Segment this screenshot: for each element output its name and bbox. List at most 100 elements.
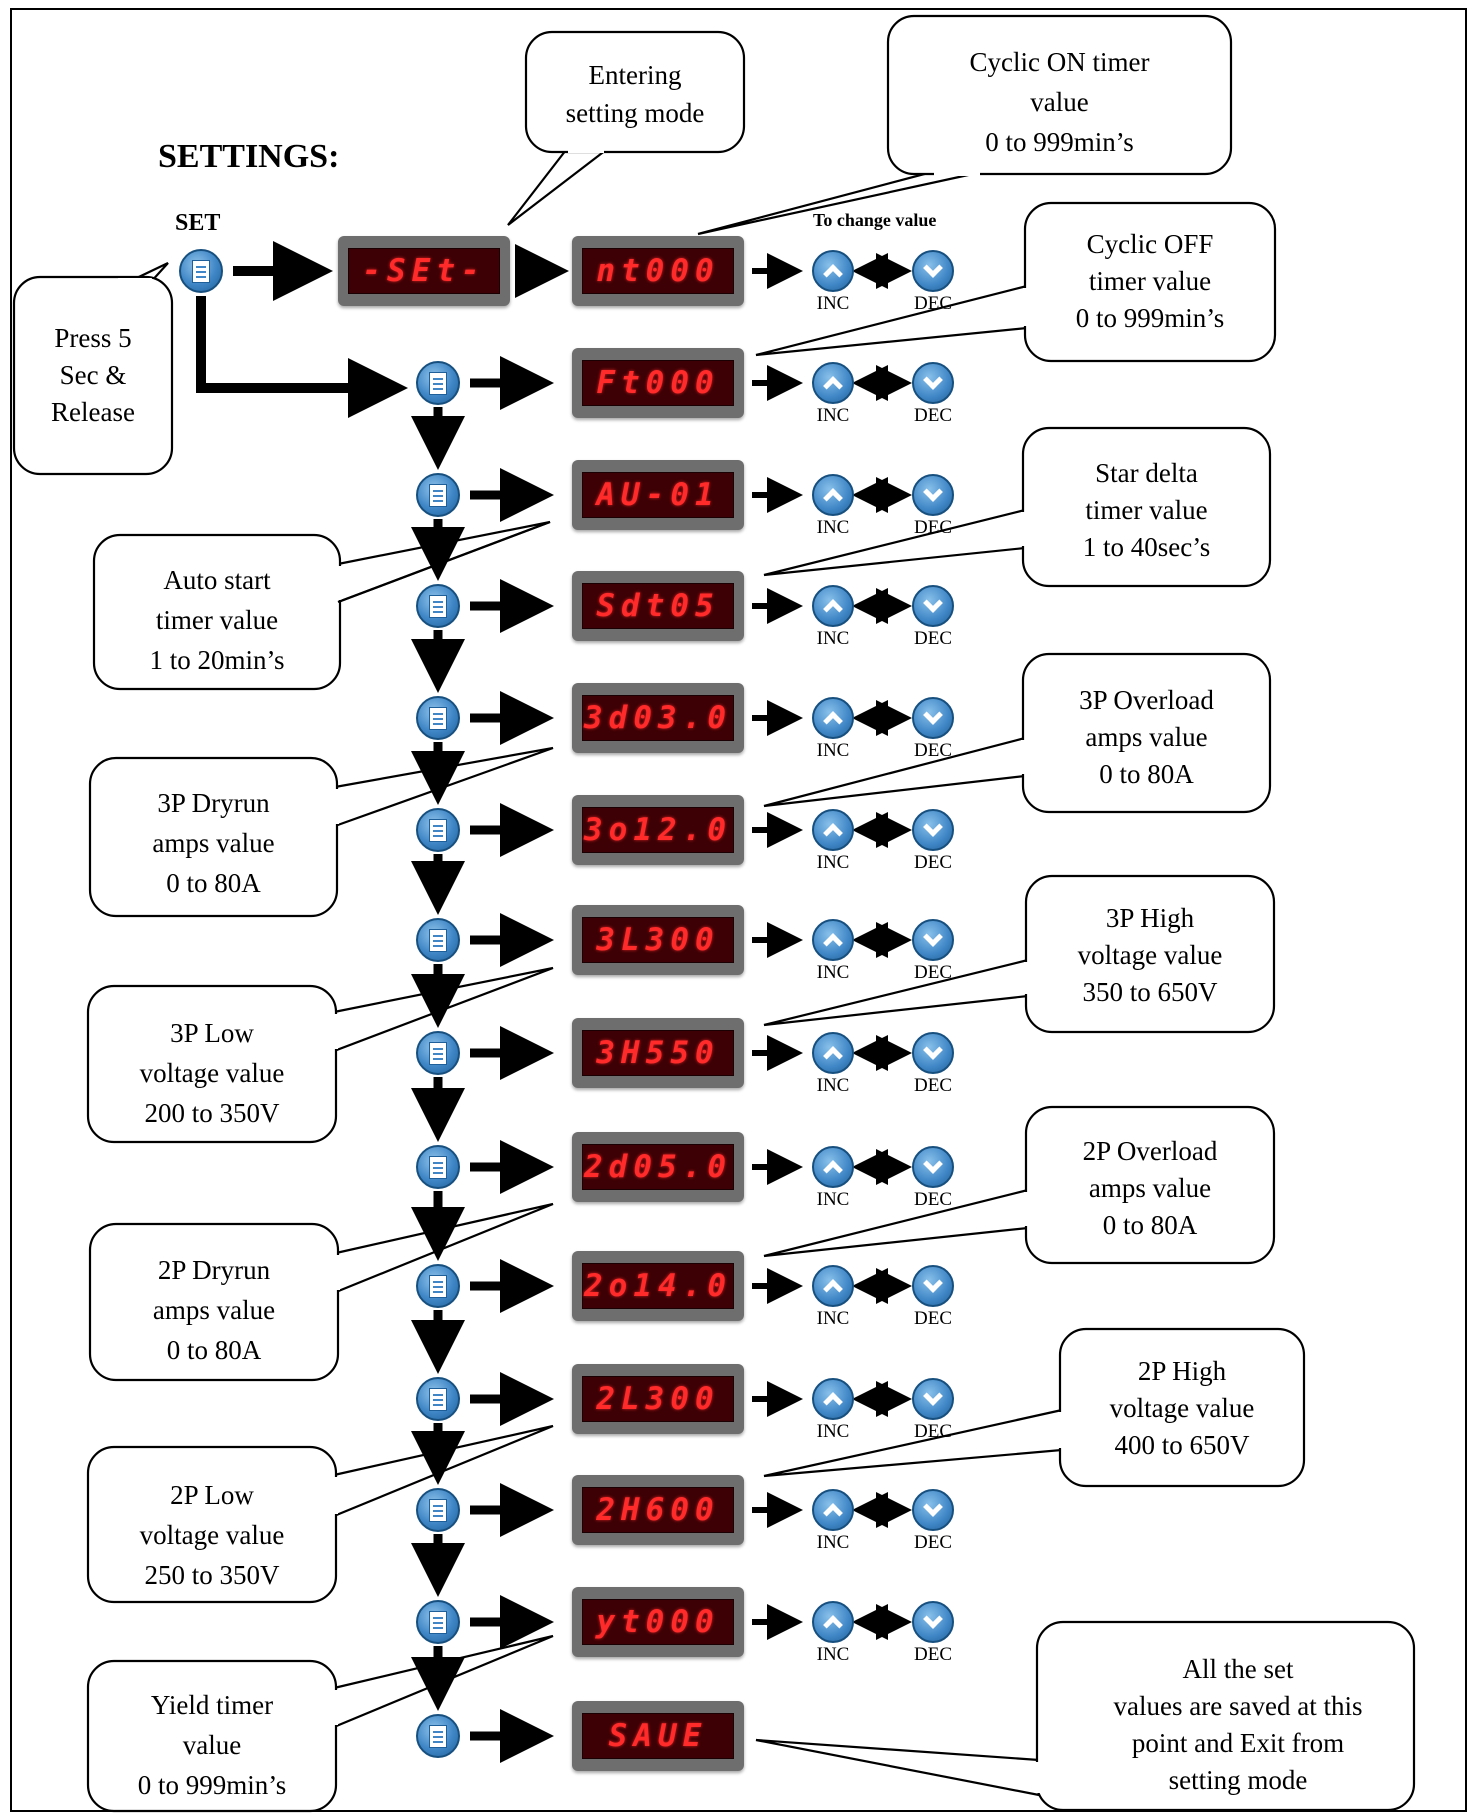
set-key[interactable] xyxy=(416,584,460,628)
inc-label: INC xyxy=(816,1075,850,1096)
document-icon xyxy=(429,1498,447,1522)
cyclic-on-display: nt000 xyxy=(572,236,744,306)
inc-button[interactable] xyxy=(812,1489,854,1531)
callout-high-2p-box xyxy=(1058,1327,1306,1488)
led-readout: 2H600 xyxy=(596,1492,720,1528)
set-key[interactable] xyxy=(416,1377,460,1421)
dec-button[interactable] xyxy=(912,585,954,627)
dec-button[interactable] xyxy=(912,919,954,961)
document-icon xyxy=(429,1274,447,1298)
callout-high-2p-pointer-join xyxy=(1058,1412,1064,1448)
dec-label: DEC xyxy=(914,1532,952,1553)
auto-start-display: AU-01 xyxy=(572,460,744,530)
dec-label: DEC xyxy=(914,740,952,761)
inc-button[interactable] xyxy=(812,250,854,292)
inc-button[interactable] xyxy=(812,474,854,516)
callout-line: timer value xyxy=(1085,495,1208,525)
dec-button[interactable] xyxy=(912,1032,954,1074)
set-key[interactable] xyxy=(416,473,460,517)
led-readout: 2o14.0 xyxy=(584,1268,732,1304)
set-key[interactable] xyxy=(416,808,460,852)
dec-button[interactable] xyxy=(912,809,954,851)
led-readout: 2d05.0 xyxy=(584,1149,732,1185)
inc-label: INC xyxy=(816,852,850,873)
chevron-down-icon xyxy=(923,1273,943,1293)
set-key[interactable] xyxy=(416,1600,460,1644)
callout-line: 2P Low xyxy=(170,1480,254,1510)
chevron-down-icon xyxy=(923,1497,943,1517)
dec-label: DEC xyxy=(914,962,952,983)
set-key[interactable] xyxy=(416,1145,460,1189)
callout-line: 0 to 999min’s xyxy=(1075,303,1225,333)
dec-button[interactable] xyxy=(912,697,954,739)
inc-button[interactable] xyxy=(812,585,854,627)
inc-button[interactable] xyxy=(812,1265,854,1307)
callout-high-3p-box xyxy=(1024,874,1276,1034)
inc-button[interactable] xyxy=(812,919,854,961)
chevron-down-icon xyxy=(923,1386,943,1406)
led-screen: nt000 xyxy=(582,248,734,294)
callout-line: timer value xyxy=(155,605,279,635)
led-readout: 2L300 xyxy=(596,1381,720,1417)
callout-low-2p-pointer-join xyxy=(332,1477,338,1514)
callout-auto-start-box xyxy=(92,533,342,691)
inc-label: INC xyxy=(816,405,850,426)
dec-button[interactable] xyxy=(912,1378,954,1420)
led-readout: SAUE xyxy=(608,1718,708,1754)
callout-yield-pointer-join xyxy=(332,1690,338,1725)
dec-button[interactable] xyxy=(912,1265,954,1307)
inc-button[interactable] xyxy=(812,809,854,851)
set-key[interactable] xyxy=(416,696,460,740)
set-key[interactable] xyxy=(416,1714,460,1758)
led-readout: -SEt- xyxy=(362,253,486,289)
set-key[interactable] xyxy=(416,918,460,962)
high-2p-display: 2H600 xyxy=(572,1475,744,1545)
inc-label: INC xyxy=(816,1421,850,1442)
chevron-up-icon xyxy=(823,1279,843,1299)
low-2p-display: 2L300 xyxy=(572,1364,744,1434)
inc-button[interactable] xyxy=(812,1601,854,1643)
inc-button[interactable] xyxy=(812,1378,854,1420)
callout-line: Cyclic OFF xyxy=(1086,229,1214,259)
dec-button[interactable] xyxy=(912,1489,954,1531)
set-key[interactable] xyxy=(416,1264,460,1308)
led-screen: 2d05.0 xyxy=(582,1144,734,1190)
set-key[interactable] xyxy=(179,249,223,293)
dec-button[interactable] xyxy=(912,1146,954,1188)
chevron-up-icon xyxy=(823,1046,843,1066)
callout-line: 0 to 999min’s xyxy=(137,1770,287,1800)
callout-line: All the set xyxy=(1182,1654,1294,1684)
set-key[interactable] xyxy=(416,361,460,405)
inc-button[interactable] xyxy=(812,1032,854,1074)
dec-button[interactable] xyxy=(912,250,954,292)
dec-label: DEC xyxy=(914,1644,952,1665)
callout-line: voltage value xyxy=(139,1058,285,1088)
dec-label: DEC xyxy=(914,405,952,426)
inc-button[interactable] xyxy=(812,362,854,404)
dec-button[interactable] xyxy=(912,362,954,404)
callout-line: Auto start xyxy=(163,565,271,595)
inc-button[interactable] xyxy=(812,1146,854,1188)
callout-dryrun-2p-box xyxy=(88,1222,340,1382)
dec-button[interactable] xyxy=(912,474,954,516)
callout-entering-pointer-join xyxy=(568,148,604,153)
set-key[interactable] xyxy=(416,1488,460,1532)
callout-line: 3P Low xyxy=(170,1018,254,1048)
dec-button[interactable] xyxy=(912,1601,954,1643)
callout-line: Sec & xyxy=(59,360,127,390)
led-screen: 2o14.0 xyxy=(582,1263,734,1309)
chevron-up-icon xyxy=(823,488,843,508)
callout-entering-box xyxy=(524,30,746,154)
set-key[interactable] xyxy=(416,1031,460,1075)
callout-auto-start-pointer-join xyxy=(336,566,342,600)
callout-overload-3p-box xyxy=(1021,652,1272,814)
led-readout: AU-01 xyxy=(596,477,720,513)
dec-label: DEC xyxy=(914,1189,952,1210)
inc-button[interactable] xyxy=(812,697,854,739)
dec-label: DEC xyxy=(914,1421,952,1442)
